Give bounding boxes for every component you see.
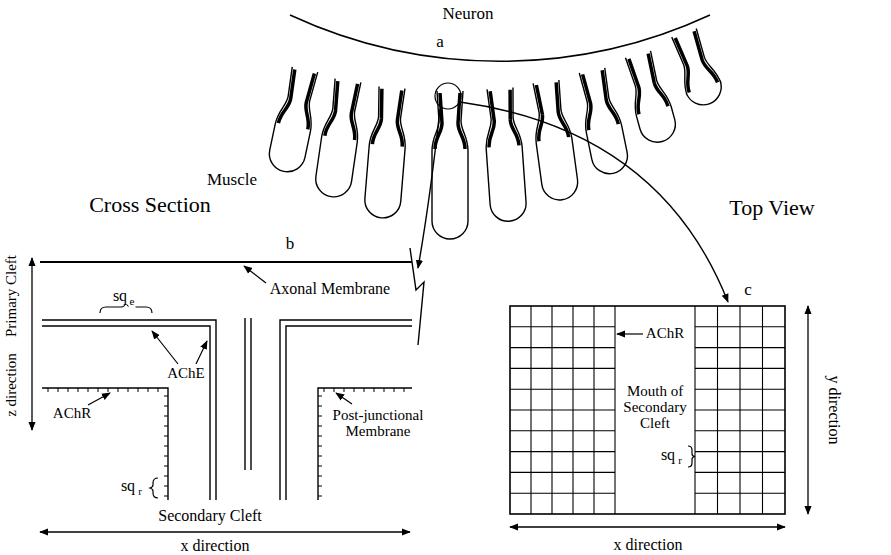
fold-outline	[266, 66, 323, 175]
panel-letter: a	[435, 33, 445, 51]
muscle-fold	[266, 66, 323, 175]
axis-arrow	[510, 526, 785, 527]
leader-arrow	[88, 393, 110, 405]
panel-letter: c	[743, 281, 753, 299]
muscle-fold	[432, 91, 468, 239]
brace	[150, 478, 158, 498]
region-label: Primary Cleft	[4, 254, 20, 338]
region-label: Mouth of Secondary Cleft	[616, 384, 694, 431]
fold-outline	[363, 86, 410, 219]
part-label: AChE	[166, 366, 206, 382]
panel-title: Top View	[728, 196, 815, 219]
muscle-fold	[667, 27, 726, 110]
receptor-band	[531, 82, 568, 142]
leader-arrow	[336, 393, 352, 404]
panel-title: Cross Section	[88, 193, 212, 216]
muscle-fold	[313, 78, 365, 199]
receptor-band	[578, 69, 619, 130]
fold-outline	[574, 67, 630, 177]
zoom-arrow	[418, 109, 440, 268]
receptor-band	[624, 52, 668, 114]
top-view-frame	[510, 306, 785, 514]
postjunctional-membrane	[318, 388, 412, 500]
zoom-arrow	[460, 102, 728, 302]
axis-arrow	[807, 306, 808, 514]
part-label: AChR	[52, 406, 92, 422]
muscle-fold	[574, 67, 630, 177]
ache-layer	[250, 318, 251, 470]
part-label: AChR	[645, 326, 685, 342]
fold-outline	[667, 27, 726, 110]
axis-label: z direction	[4, 352, 20, 418]
receptor-band	[325, 80, 363, 140]
panel-letter: b	[285, 235, 296, 253]
leader-arrow	[617, 333, 643, 334]
achr-ticks	[48, 388, 404, 496]
unit-subscript: e	[129, 296, 136, 308]
fold-outline	[313, 78, 365, 199]
leader-arrow	[152, 331, 178, 364]
break-line	[410, 248, 424, 345]
part-label: Axonal Membrane	[269, 281, 391, 298]
cell-label: Neuron	[442, 5, 495, 23]
postjunctional-membrane	[42, 388, 168, 500]
muscle-fold	[363, 86, 410, 219]
receptor-band	[671, 30, 718, 93]
unit-label: sq	[120, 478, 136, 495]
axis-label: y direction	[826, 375, 843, 446]
fold-outline	[621, 49, 680, 146]
receptor-grid	[510, 306, 785, 514]
unit-subscript: r	[137, 486, 143, 498]
axis-arrow	[40, 531, 410, 532]
region-label: Secondary Cleft	[157, 508, 263, 525]
muscle-fold	[621, 49, 680, 146]
unit-label: sq	[112, 288, 128, 305]
muscle-fold	[528, 79, 580, 202]
axis-arrow	[31, 258, 32, 430]
ache-layer	[244, 318, 245, 470]
part-label: Post-junctional Membrane	[327, 408, 429, 440]
unit-label: sq	[660, 447, 676, 464]
ache-layer	[42, 326, 210, 500]
leader-arrow	[196, 341, 207, 364]
cell-label: Muscle	[206, 171, 258, 189]
brace	[688, 446, 695, 467]
receptor-band	[485, 89, 519, 147]
axis-label: x direction	[613, 537, 684, 554]
magnifier-circle	[435, 83, 461, 109]
leader-arrow	[244, 266, 266, 283]
axonal-membrane	[40, 261, 412, 263]
receptor-band	[278, 68, 319, 129]
receptor-band	[372, 88, 406, 146]
unit-subscript: r	[677, 455, 683, 467]
axis-label: x direction	[180, 538, 251, 555]
ache-layer	[42, 320, 216, 500]
fold-outline	[528, 79, 580, 202]
fold-outline	[432, 91, 468, 239]
